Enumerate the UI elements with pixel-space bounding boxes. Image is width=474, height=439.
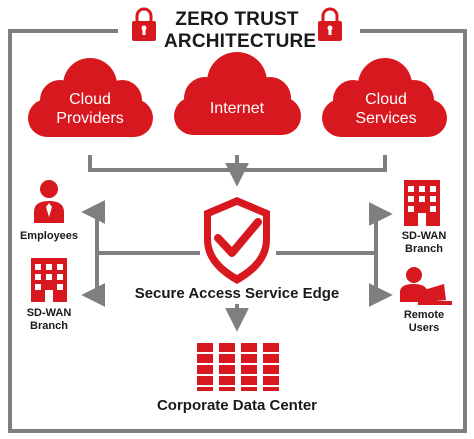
outer-frame	[8, 29, 467, 433]
sase-label: Secure Access Service Edge	[134, 285, 340, 302]
person-icon	[34, 180, 64, 223]
cloud-providers-label: Cloud Providers	[45, 90, 135, 128]
cloud-services-label: Cloud Services	[341, 90, 431, 128]
cloud-internet-shape	[174, 52, 301, 135]
cloud-services-line-1: Cloud	[365, 91, 407, 108]
left-branch-line-1: SD-WAN	[26, 307, 72, 319]
cloud-providers-shape	[28, 58, 153, 137]
building-icon	[31, 258, 67, 302]
cloud-internet-line-1: Internet	[209, 100, 265, 117]
remote-users-line-2: Users	[408, 322, 440, 334]
cloud-services-line-2: Services	[355, 110, 417, 127]
right-connector	[276, 214, 378, 295]
title-line-2: ARCHITECTURE	[164, 31, 317, 52]
diagram-title: ZERO TRUST ARCHITECTURE	[164, 9, 317, 53]
datacenter-label: Corporate Data Center	[156, 397, 318, 414]
cloud-connector	[88, 155, 387, 172]
cloud-internet-label: Internet	[192, 99, 282, 118]
cloud-providers-line-1: Cloud	[69, 91, 111, 108]
right-branch-line-2: Branch	[405, 243, 443, 255]
employees-label: Employees	[12, 230, 86, 243]
building-icon	[404, 180, 440, 226]
lock-icon	[132, 7, 156, 41]
cloud-providers-line-2: Providers	[56, 110, 124, 127]
right-branch-label: SD-WAN Branch	[386, 230, 462, 256]
remote-users-label: Remote Users	[386, 309, 462, 335]
left-connector	[95, 212, 200, 295]
server-rack-icon	[197, 343, 279, 391]
right-branch-line-1: SD-WAN	[401, 230, 447, 242]
employees-line-1: Employees	[19, 230, 79, 242]
left-branch-line-2: Branch	[30, 320, 68, 332]
remote-user-icon	[400, 267, 452, 305]
cloud-services-shape	[322, 58, 447, 137]
left-branch-label: SD-WAN Branch	[12, 307, 86, 333]
remote-users-line-1: Remote	[403, 309, 445, 321]
title-line-1: ZERO TRUST	[175, 9, 299, 30]
lock-icon	[318, 7, 342, 41]
shield-check-icon	[204, 197, 270, 284]
